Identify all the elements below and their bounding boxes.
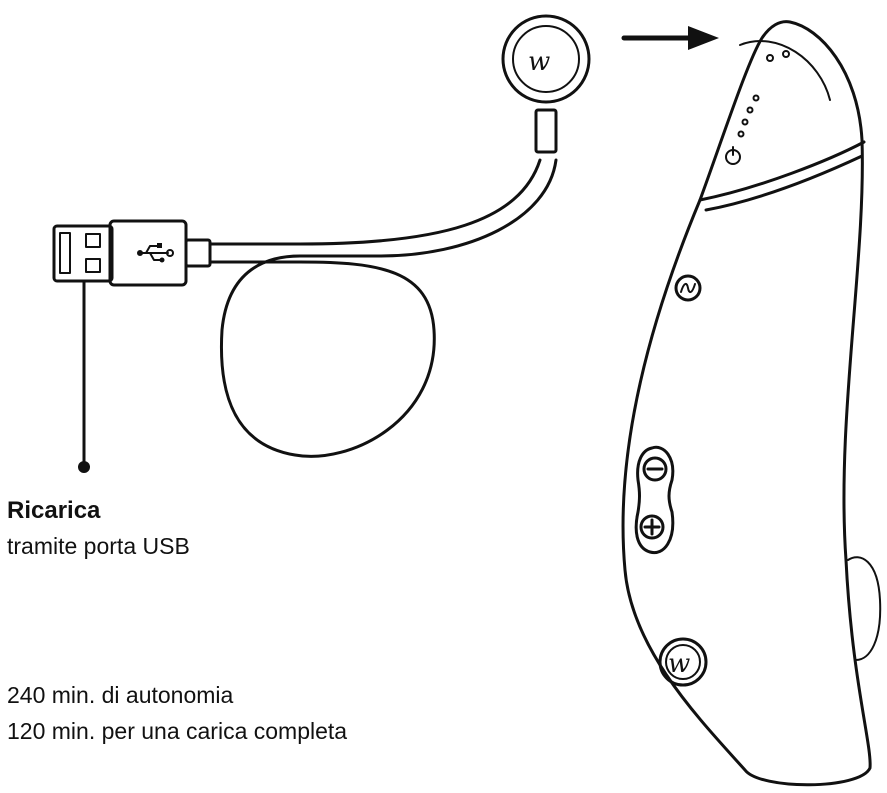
power-icon[interactable] (725, 146, 741, 165)
arrow-right-icon (621, 26, 719, 50)
magnetic-charger-icon: w (501, 14, 591, 154)
charging-subtitle: tramite porta USB (7, 533, 190, 559)
cable-outline (208, 158, 558, 458)
charger-logo-glyph: w (528, 47, 550, 77)
usb-symbol-icon (137, 243, 174, 263)
intensity-buttons (634, 445, 675, 555)
usb-connector-icon (52, 219, 212, 287)
charging-callout (78, 279, 90, 473)
device-body (621, 20, 882, 787)
mode-icon[interactable] (674, 274, 702, 302)
plus-icon[interactable] (639, 514, 665, 540)
runtime-text: 240 min. di autonomia (7, 682, 234, 708)
led-indicator (737, 50, 790, 138)
full-charge-text: 120 min. per una carica completa (7, 718, 348, 744)
device-logo-glyph: w (668, 649, 690, 679)
brand-logo-icon[interactable]: w (658, 637, 708, 687)
minus-icon[interactable] (642, 456, 668, 482)
charging-title: Ricarica (7, 497, 101, 524)
